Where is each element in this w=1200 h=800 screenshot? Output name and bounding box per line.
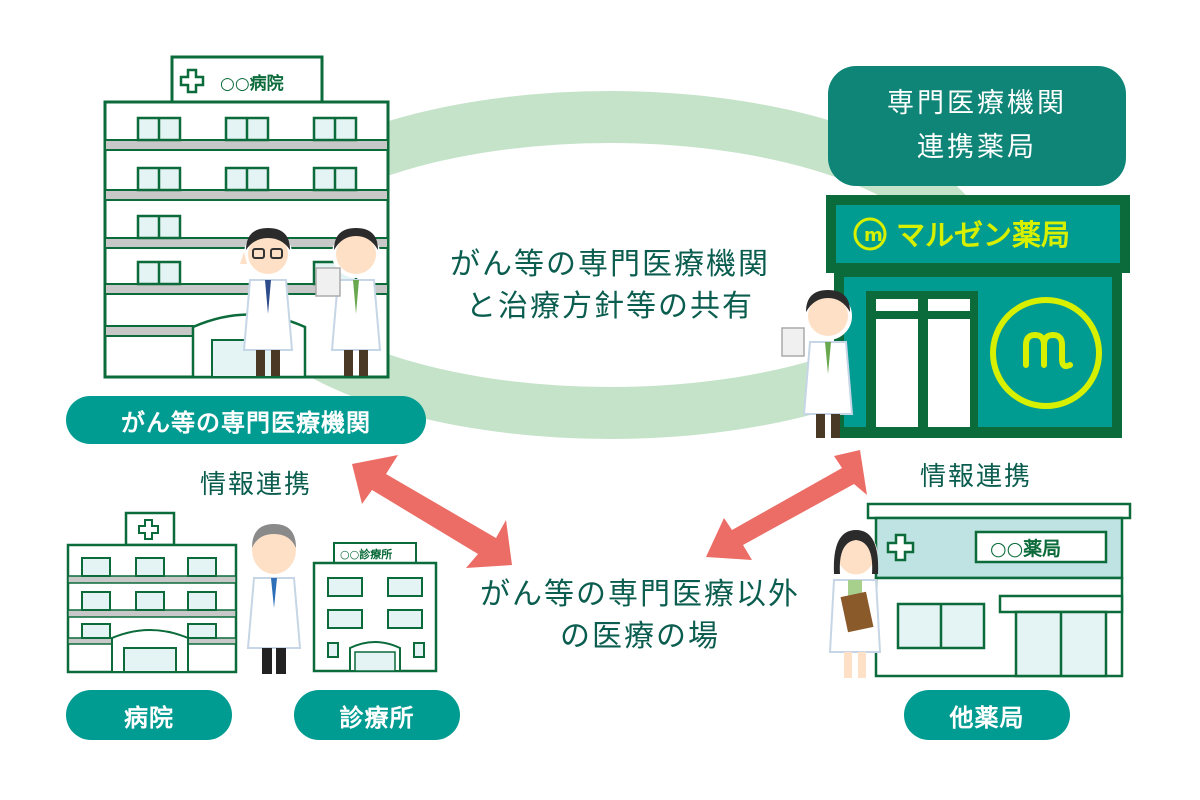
female-pharmacist-figure (828, 530, 882, 678)
center-top-line-2: と治療方針等の共有 (466, 289, 754, 324)
doctor-with-glasses-figure (240, 228, 294, 376)
pharmacist-right-figure (781, 290, 854, 438)
general-hospital-building (66, 511, 238, 674)
left-double-arrow-icon (352, 455, 512, 568)
cross-icon (179, 68, 205, 94)
other-pharmacy-label: 他薬局 (904, 690, 1070, 740)
maruzen-pharmacy-storefront: m マルゼン薬局 (826, 195, 1130, 438)
right-info-link-label: 情報連携 (920, 462, 1033, 492)
title-line-1: 専門医療機関 (887, 88, 1067, 119)
center-bottom-line-2: の医療の場 (560, 619, 720, 654)
cross-icon (886, 533, 915, 562)
pharmacy-sign-text: ○○薬局 (990, 537, 1061, 560)
right-double-arrow-icon (706, 450, 867, 560)
center-bottom-caption: がん等の専門医療以外 の医療の場 (440, 574, 840, 658)
center-top-line-1: がん等の専門医療機関 (450, 247, 770, 282)
hospital-label: 病院 (66, 690, 232, 740)
store-sign-text: マルゼン薬局 (896, 218, 1070, 252)
title-line-2: 連携薬局 (917, 132, 1037, 163)
clinic-sign-text: ○○診療所 (340, 547, 392, 561)
hospital-sign-text: ○○病院 (220, 73, 284, 94)
cross-icon (138, 519, 159, 540)
clinic-building: ○○診療所 (312, 542, 438, 673)
other-pharmacy-building: ○○薬局 (866, 502, 1132, 678)
specialist-institution-label: がん等の専門医療機関 (66, 396, 426, 444)
senior-doctor-figure (246, 524, 302, 674)
center-top-caption: がん等の専門医療機関 と治療方針等の共有 (405, 244, 815, 328)
maruzen-logo-large-icon (990, 297, 1102, 409)
pharmacist-figure (315, 228, 382, 376)
left-info-link-label: 情報連携 (200, 470, 313, 500)
specialist-linked-pharmacy-title: 専門医療機関 連携薬局 (828, 66, 1126, 186)
logo-letter-small: m (864, 225, 883, 246)
center-bottom-line-1: がん等の専門医療以外 (480, 577, 800, 612)
clinic-label: 診療所 (294, 690, 460, 740)
maruzen-logo-small-icon (853, 217, 887, 251)
